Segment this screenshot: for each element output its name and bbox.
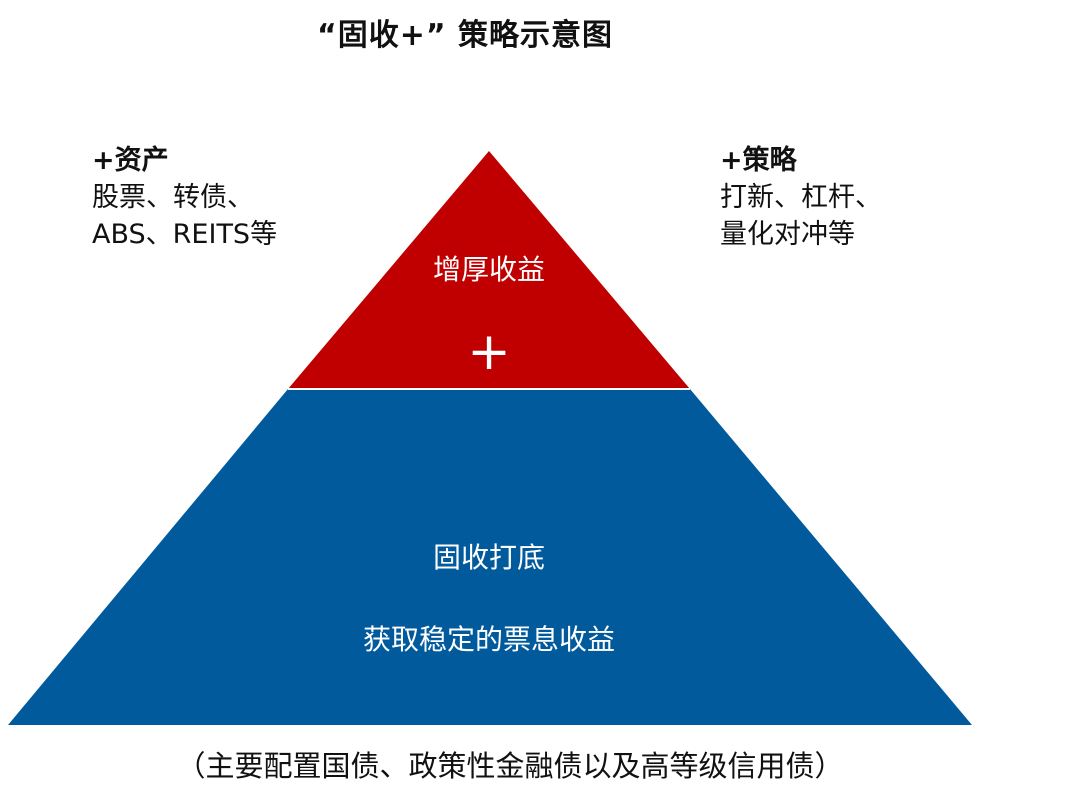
strategy-line: 打新、杠杆、: [720, 182, 882, 213]
diagram-title: “固收+” 策略示意图: [316, 18, 613, 53]
assets-heading: +资产: [92, 145, 169, 176]
base-tier-shape: [8, 389, 972, 725]
strategy-note: +策略 打新、杠杆、 量化对冲等: [720, 142, 882, 253]
strategy-heading: +策略: [720, 145, 797, 176]
strategy-line: 量化对冲等: [720, 219, 855, 250]
base-tier-label: 固收打底: [432, 541, 546, 574]
plus-symbol: +: [467, 322, 511, 382]
base-tier-sublabel: 获取稳定的票息收益: [362, 623, 616, 656]
assets-note: +资产 股票、转债、 ABS、REITS等: [92, 142, 277, 253]
top-tier-shape: [288, 151, 690, 389]
footnote: （主要配置国债、政策性金融债以及高等级信用债）: [176, 749, 844, 783]
assets-line: 股票、转债、: [92, 182, 254, 213]
assets-line: ABS、REITS等: [92, 219, 278, 250]
top-tier-label: 增厚收益: [432, 253, 546, 286]
